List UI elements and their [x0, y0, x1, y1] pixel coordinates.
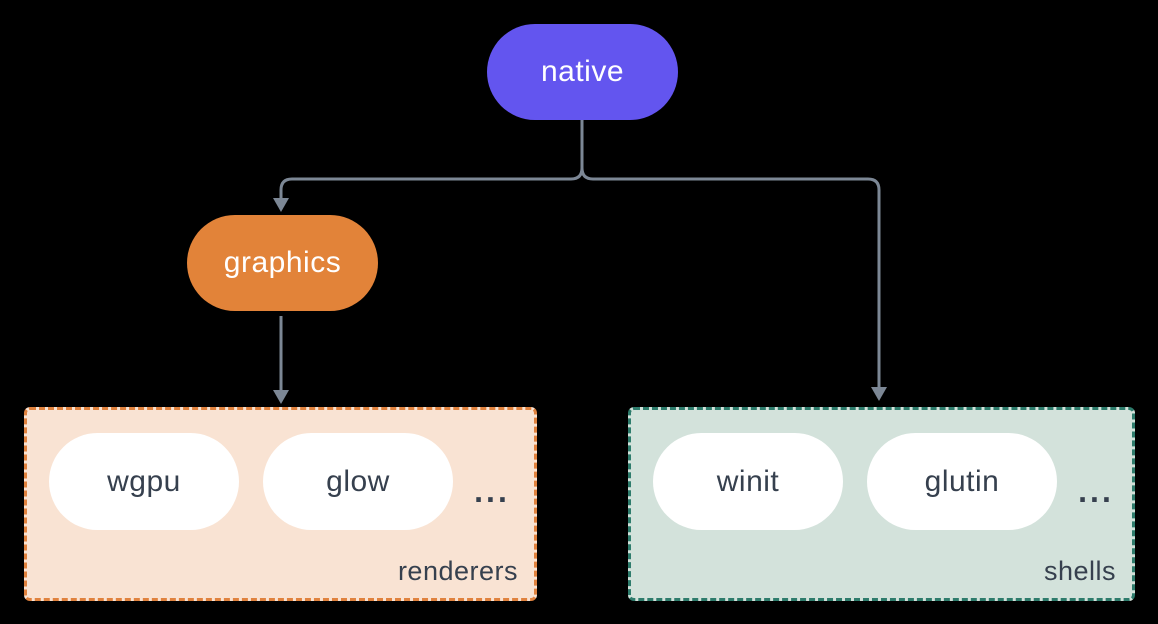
connector-native-to-graphics — [279, 110, 584, 199]
pill-glow-label: glow — [326, 464, 390, 498]
pill-winit: winit — [653, 433, 843, 530]
node-graphics-label: graphics — [223, 246, 342, 279]
group-renderers-label: renderers — [397, 556, 518, 586]
group-shells-label: shells — [1043, 556, 1116, 586]
pill-glutin: glutin — [867, 433, 1057, 530]
group-renderers: wgpu glow ... renderers — [24, 407, 537, 601]
group-shells: winit glutin ... shells — [628, 407, 1135, 601]
connector-native-to-shells — [580, 110, 881, 388]
pill-wgpu-label: wgpu — [107, 464, 181, 498]
node-native-label: native — [540, 55, 625, 88]
pill-winit-label: winit — [716, 464, 780, 498]
renderers-ellipsis: ... — [474, 473, 510, 509]
node-native: native — [487, 24, 678, 120]
pill-glow: glow — [263, 433, 453, 530]
pill-glutin-label: glutin — [924, 464, 1000, 498]
shells-ellipsis: ... — [1078, 473, 1114, 509]
pill-wgpu: wgpu — [49, 433, 239, 530]
arrowhead-renderers — [273, 390, 289, 404]
arrowhead-graphics — [273, 198, 289, 212]
arrowhead-shells — [871, 387, 887, 401]
node-graphics: graphics — [187, 215, 378, 311]
